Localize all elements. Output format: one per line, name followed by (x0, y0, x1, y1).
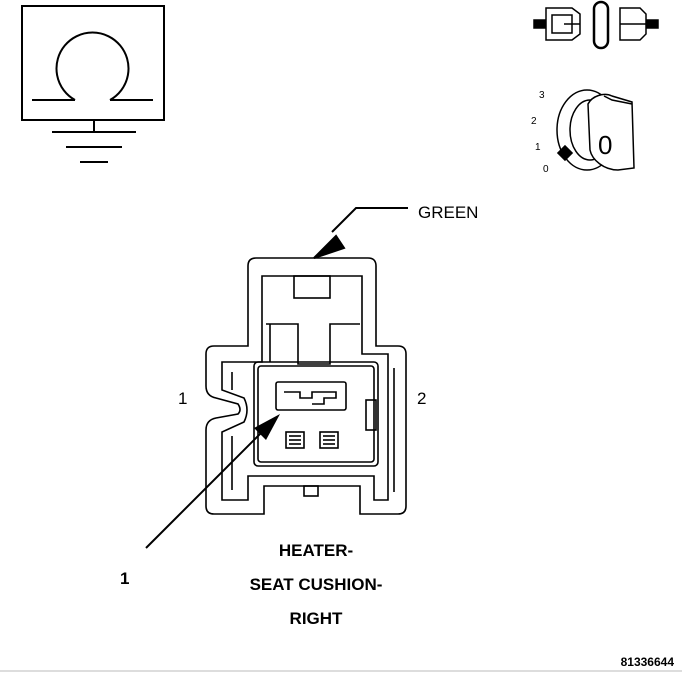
key-position-2-label: 2 (531, 116, 537, 127)
title-line-3: RIGHT (290, 609, 344, 628)
key-position-3-label: 3 (539, 90, 545, 101)
figure-number: 81336644 (621, 655, 675, 669)
connector-face-icon (205, 257, 407, 515)
wire-color-label: GREEN (418, 203, 478, 222)
callout-number: 1 (120, 569, 129, 588)
pin-label-2: 2 (417, 389, 426, 408)
key-position-0-label: 0 (543, 164, 549, 175)
connector-plug-icon (533, 0, 659, 50)
callout-leader-arrow (145, 414, 280, 549)
pin-label-1: 1 (178, 389, 187, 408)
title-line-2: SEAT CUSHION- (250, 575, 383, 594)
wire-color-leader (313, 207, 408, 259)
ignition-key-icon: 3 2 1 0 0 (531, 89, 635, 175)
key-face-label: 0 (598, 130, 612, 160)
ohm-ground-symbol-icon (21, 5, 165, 163)
key-position-1-label: 1 (535, 142, 541, 153)
title-line-1: HEATER- (279, 541, 353, 560)
